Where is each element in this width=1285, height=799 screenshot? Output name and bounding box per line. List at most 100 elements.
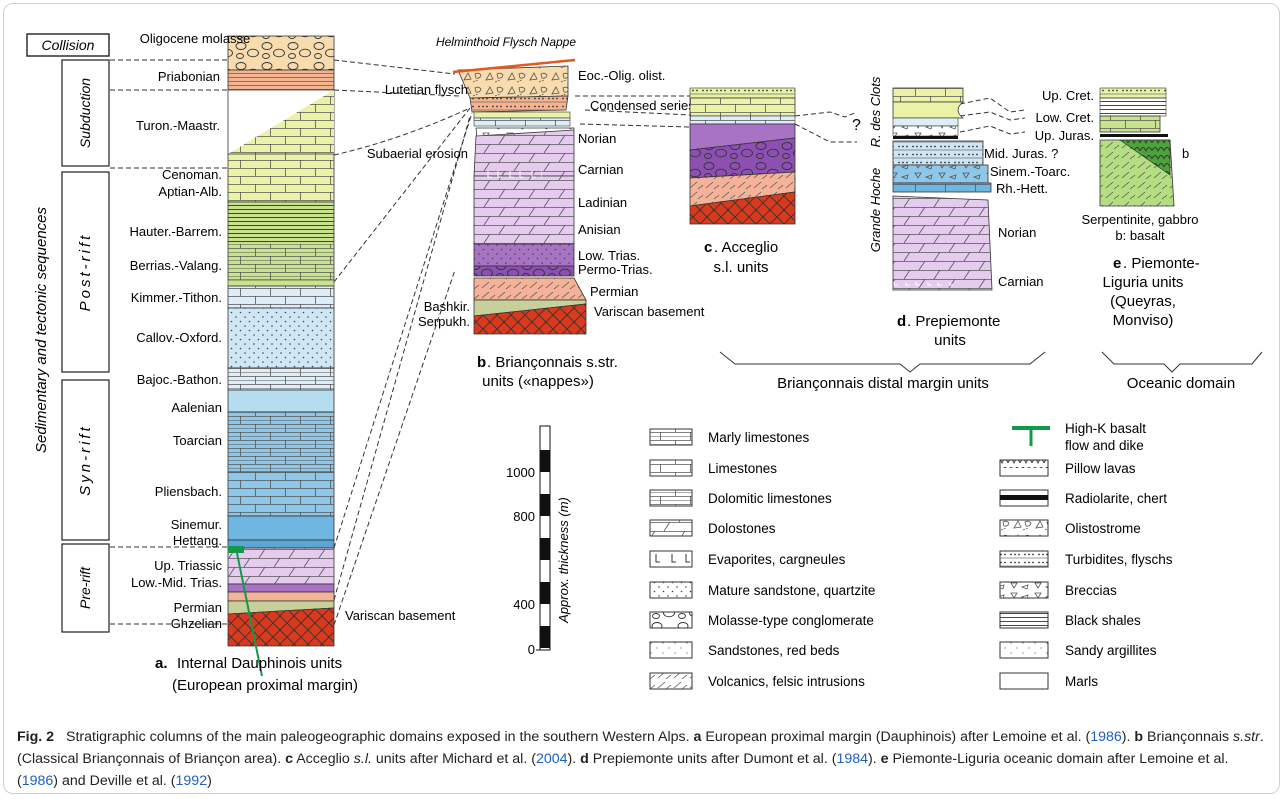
- column-b-labels: Helminthoid Flysch Nappe Eoc.-Olig. olis…: [367, 35, 705, 390]
- column-e: [1099, 87, 1175, 207]
- column-e-labels: Up. Cret. Low. Cret. Up. Juras. b Serpen…: [1035, 88, 1200, 329]
- unit-a-17: Low.-Mid. Trias.: [131, 575, 222, 590]
- legend-radiolarite: Radiolarite, chert: [1065, 491, 1167, 506]
- legend-hik-basalt-2: flow and dike: [1065, 438, 1144, 453]
- col-a-subtitle: (European proximal margin): [172, 677, 358, 694]
- unit-a-8: Kimmer.-Tithon.: [131, 290, 222, 305]
- column-d-labels: Mid. Juras. ? Sinem.-Toarc. Rh.-Hett. No…: [897, 146, 1070, 349]
- legend-turbidites: Turbidites, flyschs: [1065, 552, 1173, 567]
- unit-b-14: Serpukh.: [418, 314, 470, 329]
- legend-dolostones: Dolostones: [708, 521, 776, 536]
- unit-a-2: Priabonian: [158, 69, 220, 84]
- seq-collision: Collision: [42, 37, 95, 53]
- ref-michard-2004[interactable]: 2004: [535, 751, 568, 767]
- legend-black-shales: Black shales: [1065, 613, 1141, 628]
- figure-frame: [3, 3, 1280, 794]
- thickness-scale: 1000 800 400 0 Approx. thickness (m): [506, 425, 571, 657]
- scale-block: [540, 582, 550, 604]
- nappe-label: Helminthoid Flysch Nappe: [436, 35, 576, 49]
- unit-a-3: Turon.-Maastr.: [136, 118, 220, 133]
- unit-d-2: Sinem.-Toarc.: [990, 164, 1070, 179]
- unit-d-1: Mid. Juras. ?: [984, 146, 1058, 161]
- col-d-subtitle: units: [934, 332, 966, 349]
- unit-a-12: Toarcian: [173, 433, 222, 448]
- tick-800: 800: [513, 509, 535, 524]
- legend-left: Marly limestones Limestones Dolomitic li…: [649, 428, 875, 690]
- column-a-labels: Oligocene molasse Oligocene molasse Pria…: [130, 31, 456, 694]
- col-e-subtitle3: Monviso): [1113, 312, 1174, 329]
- col-b-subtitle: units («nappes»): [482, 373, 594, 390]
- unit-b-5: Norian: [578, 131, 616, 146]
- unit-a-10: Bajoc.-Bathon.: [137, 372, 222, 387]
- unit-b-4: Subaerial erosion: [367, 146, 468, 161]
- col-a-title: Internal Dauphinois units: [177, 655, 342, 672]
- legend-sandstones: Sandstones, red beds: [708, 643, 840, 658]
- legend-lime: Limestones: [708, 461, 777, 476]
- unit-b-3: Condensed series: [590, 98, 695, 113]
- tick-1000: 1000: [506, 465, 535, 480]
- unit-a-15: Hettang.: [173, 533, 222, 548]
- col-e-title: . Piemonte-: [1123, 255, 1200, 272]
- seq-vertical-title: Sedimentary and tectonic sequences: [33, 207, 50, 453]
- unit-a-19: Ghzelian: [171, 616, 222, 631]
- legend-breccias: Breccias: [1065, 583, 1117, 598]
- unit-b-11: Permian: [590, 284, 638, 299]
- scale-block: [540, 538, 550, 560]
- unit-a-18: Permian: [174, 600, 222, 615]
- unit-a-7: Berrias.-Valang.: [130, 258, 222, 273]
- col-e-letter: e: [1113, 255, 1121, 272]
- col-c-subtitle: s.l. units: [713, 259, 768, 276]
- seq-subduction: Subduction: [77, 78, 93, 148]
- col-c-letter: c: [704, 239, 712, 256]
- ref-dumont-1984[interactable]: 1984: [836, 751, 868, 767]
- legend-dolo-lime: Dolomitic limestones: [708, 491, 832, 506]
- unit-e-5: Serpentinite, gabbro: [1081, 212, 1198, 227]
- group-braces: [719, 351, 1263, 373]
- unit-a-11: Aalenian: [171, 400, 222, 415]
- unit-a-20: Variscan basement: [345, 608, 456, 623]
- col-c-title: . Acceglio: [714, 239, 778, 256]
- unit-b-6: Carnian: [578, 162, 624, 177]
- unit-a-6: Hauter.-Barrem.: [130, 224, 222, 239]
- legend-pillow: Pillow lavas: [1065, 461, 1136, 476]
- column-a: [227, 35, 335, 677]
- unit-b-13: Bashkir.: [424, 299, 470, 314]
- col-b-letter: b: [477, 354, 486, 371]
- unit-b-8: Anisian: [578, 222, 621, 237]
- legend-mature-sandstone: Mature sandstone, quartzite: [708, 583, 875, 598]
- column-d: R. des Clots Grande Hoche ?: [852, 76, 993, 291]
- unit-b-1: Eoc.-Olig. olist.: [578, 68, 665, 83]
- unit-d-3: Rh.-Hett.: [996, 181, 1048, 196]
- d-question: ?: [852, 117, 861, 134]
- seq-synrift: Syn-rift: [77, 424, 94, 496]
- unit-a-16: Up. Triassic: [154, 558, 222, 573]
- column-c: c . Acceglio s.l. units: [689, 87, 796, 276]
- col-d-title: . Prepiemonte: [907, 313, 1000, 330]
- unit-b-2: Lutetian flysch: [385, 82, 468, 97]
- ref-lemoine-1986-b[interactable]: 1986: [21, 773, 54, 789]
- unit-a-9: Callov.-Oxford.: [136, 330, 222, 345]
- tick-400: 400: [513, 597, 535, 612]
- ref-deville-1992[interactable]: 1992: [175, 773, 208, 789]
- unit-a-5: Aptian-Alb.: [158, 184, 222, 199]
- col-a-letter: a.: [155, 655, 168, 672]
- ref-lemoine-1986[interactable]: 1986: [1090, 729, 1122, 745]
- figure-caption: Fig. 2 Stratigraphic columns of the main…: [17, 729, 1264, 789]
- unit-a-4: Cenoman.: [162, 167, 222, 182]
- unit-a-1: Oligocene molasse: [140, 31, 251, 46]
- stratigraphic-figure: Collision Subduction Post-rift Syn-rift …: [26, 31, 1263, 694]
- correlation-lines: [110, 59, 1026, 626]
- unit-b-12: Variscan basement: [594, 304, 705, 319]
- legend-evaporites: Evaporites, cargneules: [708, 552, 846, 567]
- unit-b-7: Ladinian: [578, 195, 627, 210]
- legend-marly: Marly limestones: [708, 430, 810, 445]
- legend-olistostrome: Olistostrome: [1065, 521, 1141, 536]
- group-distal: Briançonnais distal margin units: [777, 375, 989, 392]
- scale-block: [540, 494, 550, 516]
- caption-figno: Fig. 2: [17, 729, 55, 745]
- unit-e-1: Up. Cret.: [1042, 88, 1094, 103]
- scale-label: Approx. thickness (m): [556, 497, 571, 624]
- col-e-subtitle2: (Queyras,: [1110, 293, 1176, 310]
- unit-a-13: Pliensbach.: [155, 484, 222, 499]
- legend-molasse: Molasse-type conglomerate: [708, 613, 874, 628]
